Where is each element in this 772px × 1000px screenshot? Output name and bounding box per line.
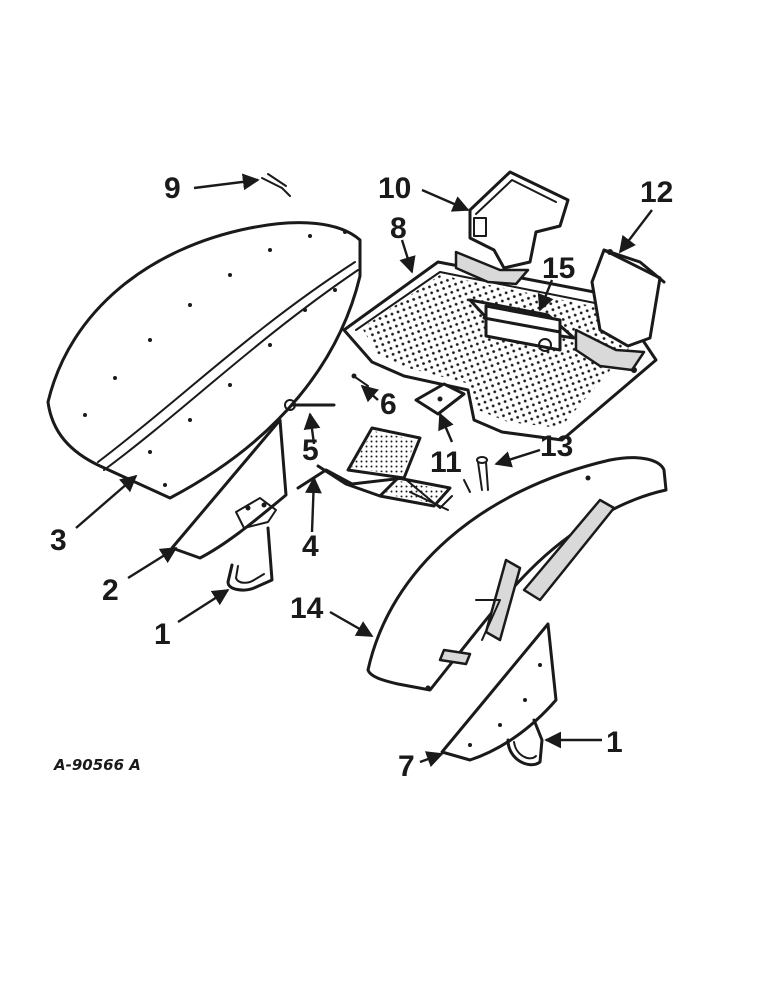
leader-lines — [75, 173, 653, 768]
small-plate-part-11 — [414, 382, 466, 416]
u-bracket-part-1-right — [506, 718, 544, 767]
callouts: 9 10 12 8 15 6 5 13 11 3 4 2 14 1 1 7 — [50, 172, 673, 783]
bolt-part-13 — [463, 456, 489, 493]
callout-3: 3 — [50, 524, 67, 557]
right-fender-part-14 — [366, 456, 668, 692]
seat-bracket-part-10 — [454, 170, 570, 286]
drawing-reference-number: A-90566 A — [53, 756, 141, 774]
step-assembly-part-4 — [296, 426, 453, 511]
callout-13: 13 — [540, 430, 573, 463]
pin-part-5 — [284, 399, 336, 411]
callout-4: 4 — [302, 530, 319, 563]
callout-6: 6 — [380, 388, 397, 421]
right-inner-panel-part-7 — [440, 622, 558, 762]
u-bracket-part-1-left — [226, 526, 274, 592]
callout-5: 5 — [302, 434, 319, 467]
callout-15: 15 — [542, 252, 575, 285]
seat-bracket-part-12 — [574, 248, 666, 373]
center-plate-part-15 — [482, 316, 562, 334]
callout-2: 2 — [102, 574, 119, 607]
callout-10: 10 — [378, 172, 411, 205]
floor-plate-part-8 — [342, 260, 658, 442]
bolt-part-9 — [261, 173, 291, 197]
callout-9: 9 — [164, 172, 181, 205]
callout-7: 7 — [398, 750, 415, 783]
left-fender-part-3 — [46, 221, 362, 500]
callout-11: 11 — [430, 446, 462, 479]
left-inner-panel-part-2 — [170, 418, 288, 560]
callout-14: 14 — [290, 592, 324, 625]
callout-8: 8 — [390, 212, 407, 245]
callout-12: 12 — [640, 176, 673, 209]
callout-1-right: 1 — [606, 726, 623, 759]
callout-1-left: 1 — [154, 618, 171, 651]
screw-part-6 — [351, 373, 369, 387]
